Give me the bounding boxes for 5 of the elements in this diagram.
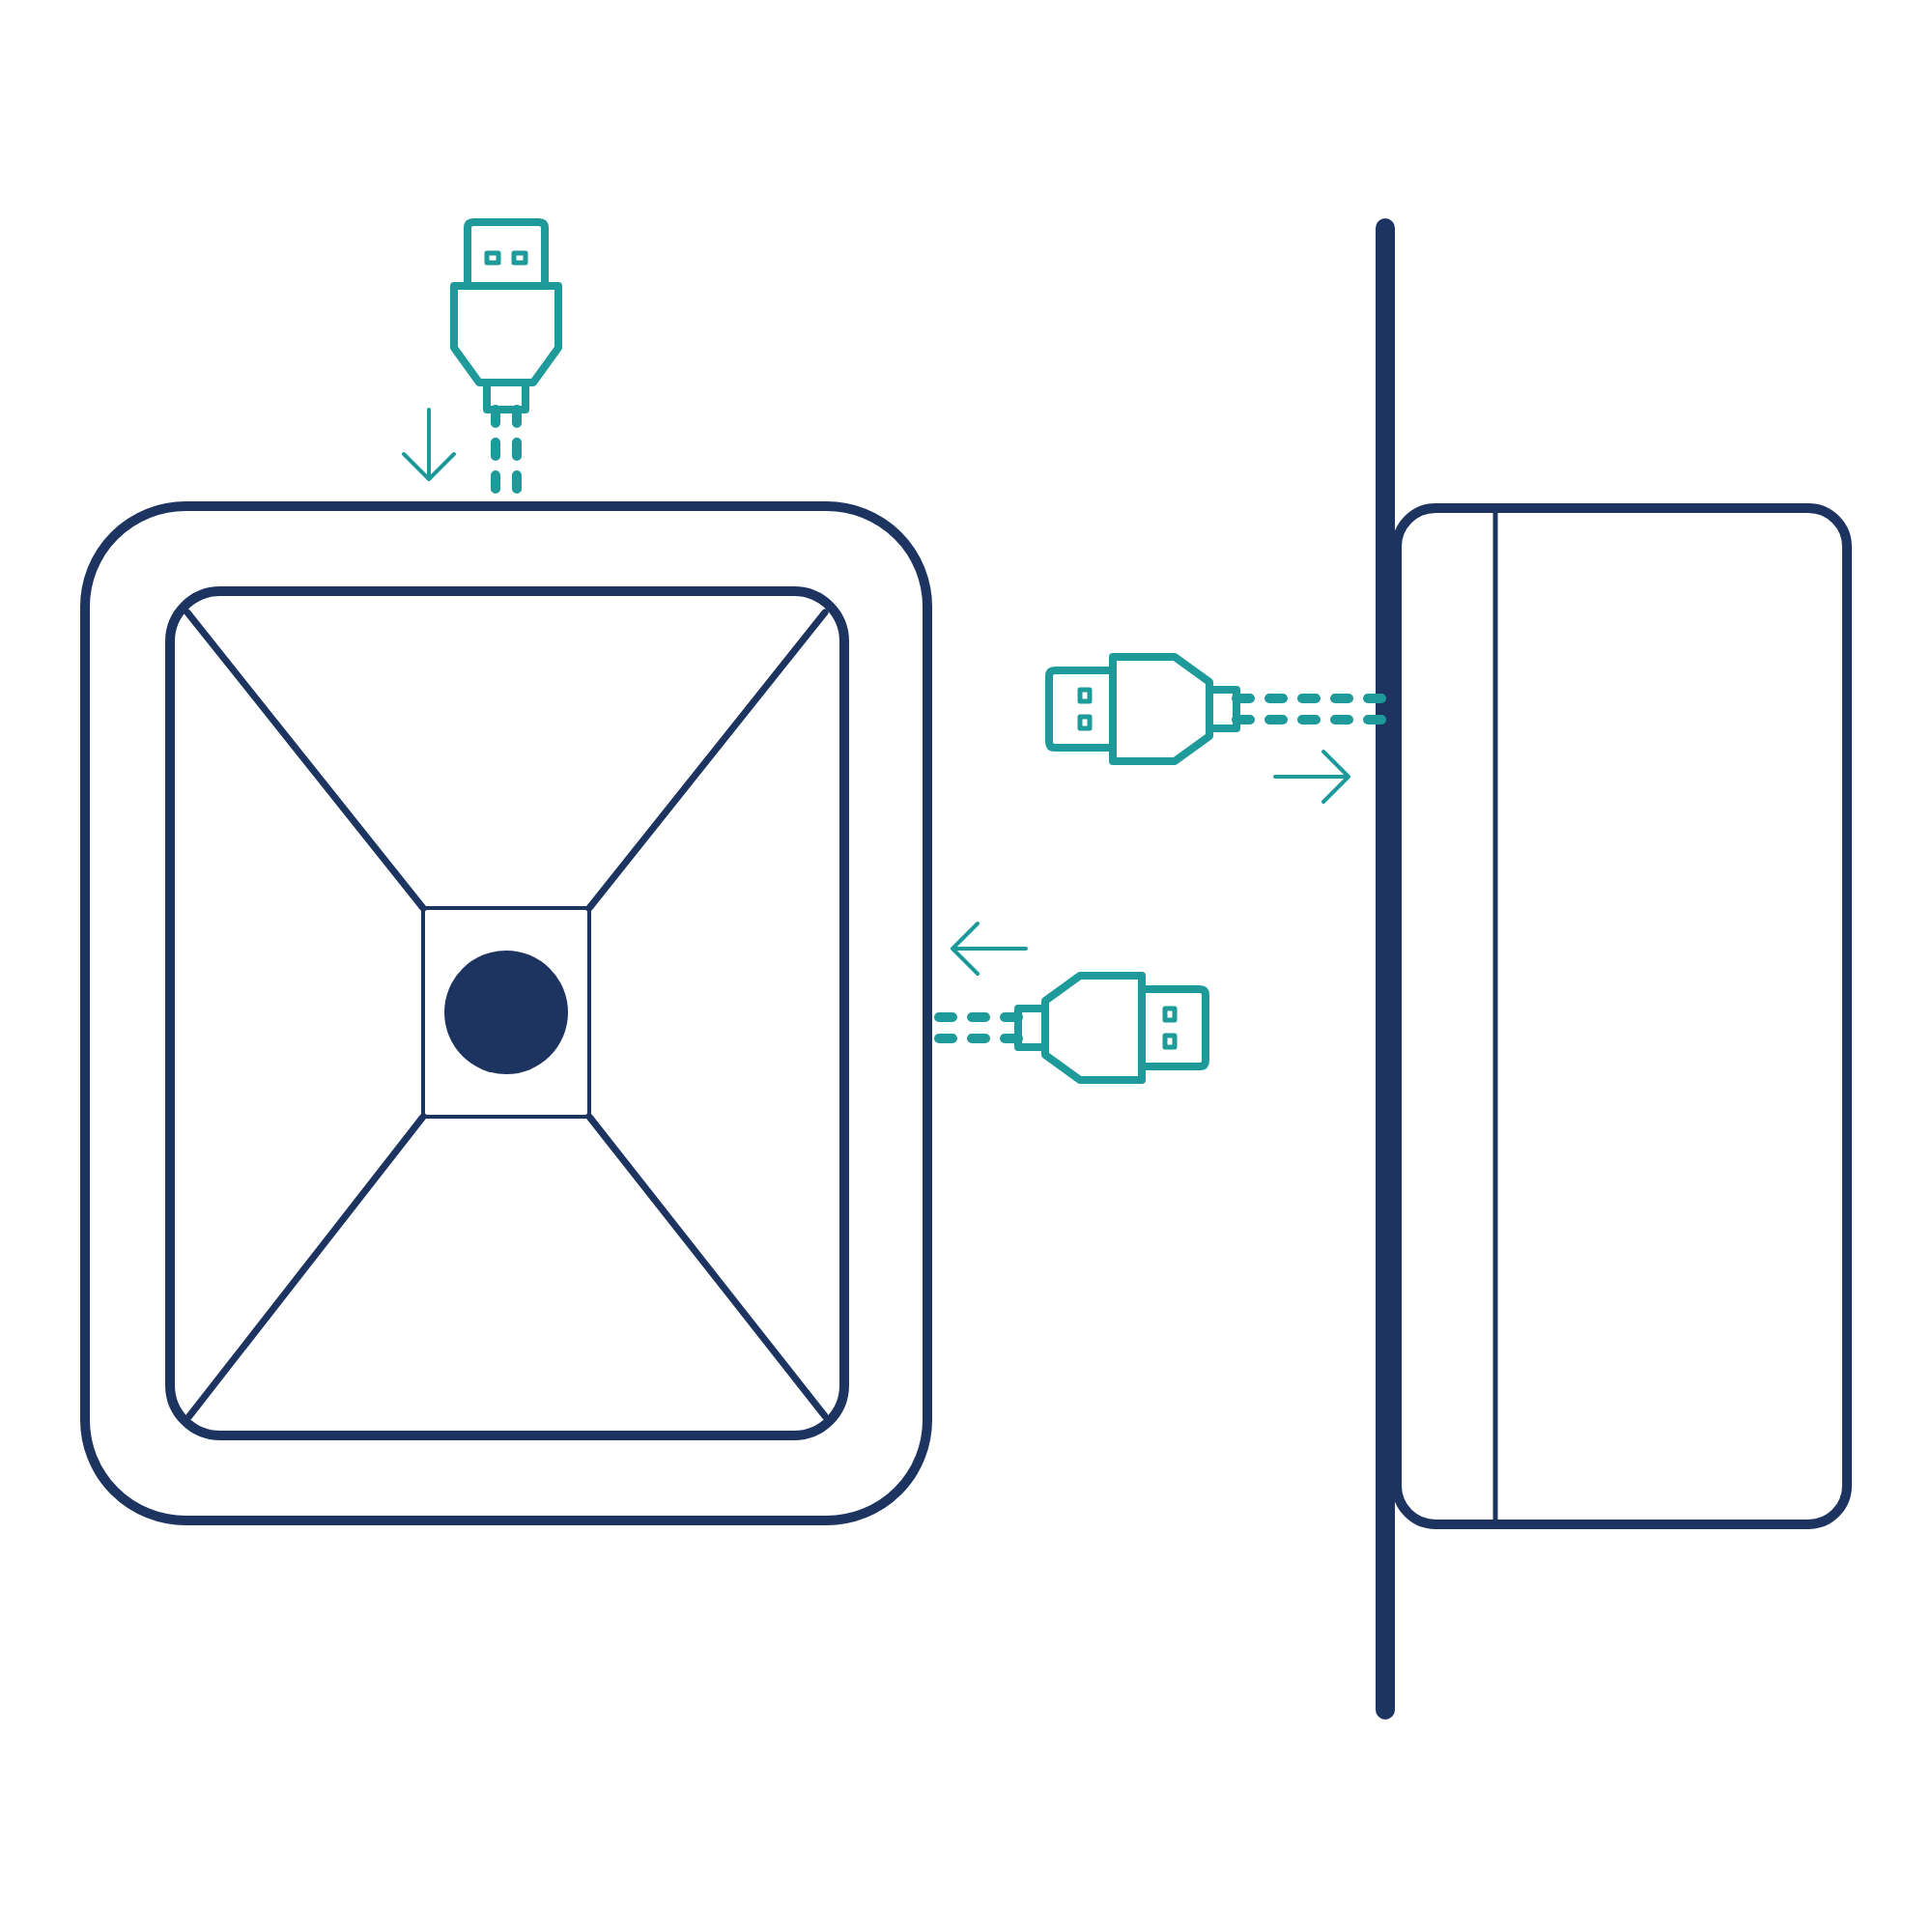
scanner-illustration bbox=[79, 500, 933, 1526]
usb-plug-icon bbox=[1045, 653, 1240, 765]
housing-side-illustration bbox=[1391, 502, 1853, 1530]
usb-plug-icon bbox=[450, 218, 562, 413]
usb-plug-icon bbox=[1014, 972, 1209, 1084]
